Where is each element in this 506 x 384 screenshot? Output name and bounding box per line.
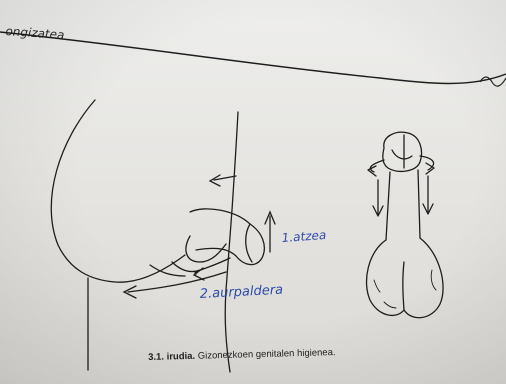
scrotum-texture-1 [374,280,380,292]
glans-outline [383,132,422,171]
annotation-1: 1.atzea [281,228,326,245]
shaft-left [386,172,390,240]
header-rule [0,32,506,84]
scrotum-midline [403,262,404,310]
caption-number: 3.1. irudia. [148,351,195,363]
shaft-right [418,170,420,238]
inner-curve [172,262,200,272]
side-view-arrows [124,175,275,298]
front-line [225,112,238,372]
glans-detail [392,150,412,159]
scrotum-texture-2 [431,270,436,290]
arrow-back [195,258,230,274]
penis-shape [190,209,264,265]
body-outline [51,100,185,282]
side-view-figure [51,100,264,372]
scrotum-texture-3 [384,302,396,308]
annotation-2: 2.aurpaldera [199,283,283,302]
arrow-upper-head [210,175,220,186]
glans-line [246,224,252,262]
rotation-arrow-left [370,160,384,172]
front-view-figure [367,132,444,317]
